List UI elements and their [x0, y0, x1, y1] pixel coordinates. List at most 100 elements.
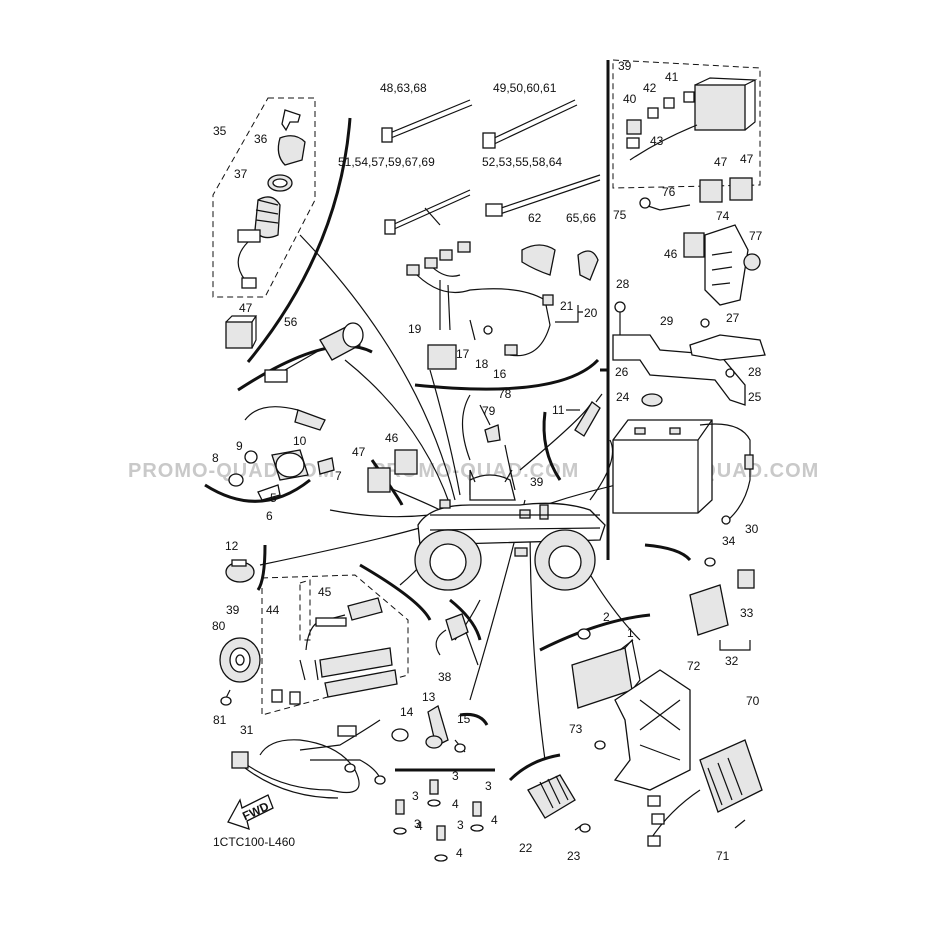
- callout: 43: [650, 134, 664, 148]
- callout: 39: [530, 475, 544, 489]
- callout: 15: [457, 712, 471, 726]
- callouts: 1 2 3 3 3 3 3 4 4 4 4 5 6 7 8 9 10 11 12…: [212, 59, 763, 863]
- section-divider: [449, 598, 482, 641]
- callout: 75: [613, 208, 627, 222]
- sensor-38: [435, 613, 479, 666]
- callout: 8: [212, 451, 219, 465]
- callout: 39: [226, 603, 240, 617]
- horn: [219, 637, 261, 706]
- section-divider: [414, 358, 600, 391]
- section-divider: [370, 459, 404, 506]
- section-divider: [539, 613, 651, 652]
- callout: 39: [618, 59, 632, 73]
- callout: 72: [687, 659, 701, 673]
- ignition-switch: [237, 109, 306, 289]
- relays-46-47: [367, 449, 418, 493]
- sensor-12: [225, 559, 255, 583]
- callout: 65,66: [566, 211, 596, 225]
- relays-47-right: [699, 177, 753, 203]
- callout: 46: [385, 431, 399, 445]
- callout: 18: [475, 357, 489, 371]
- sub-harness: [406, 241, 554, 370]
- callout: 47: [239, 301, 253, 315]
- callout: 10: [293, 434, 307, 448]
- section-divider: [256, 544, 267, 591]
- callout: 3: [452, 769, 459, 783]
- callout: 52,53,55,58,64: [482, 155, 562, 169]
- callout: 40: [623, 92, 637, 106]
- relay-bracket: [639, 197, 761, 306]
- starter-relay: [689, 557, 755, 651]
- group-box-fuse: [612, 59, 761, 189]
- part-78-79: [461, 394, 501, 461]
- cable-ties: [381, 99, 601, 281]
- callout: 27: [726, 311, 740, 325]
- main-harness-31: [231, 719, 386, 799]
- ignition-coil: [228, 406, 335, 501]
- callout: 25: [748, 390, 762, 404]
- callout: 81: [213, 713, 227, 727]
- callout: 71: [716, 849, 730, 863]
- callout: 28: [616, 277, 630, 291]
- callout: 79: [482, 404, 496, 418]
- section-divider: [237, 344, 373, 392]
- bracket-72: [594, 669, 691, 791]
- fuse-box: [626, 77, 758, 161]
- callout: 49,50,60,61: [493, 81, 557, 95]
- callout: 30: [745, 522, 759, 536]
- spark-plug-cap: [574, 393, 603, 437]
- harness-44-45: [271, 597, 398, 705]
- fwd-label: FWD: [240, 799, 271, 823]
- callout: 47: [740, 152, 754, 166]
- relay-47-left: [225, 315, 258, 349]
- callout: 9: [236, 439, 243, 453]
- callout: 4: [456, 846, 463, 860]
- callout: 11: [552, 403, 565, 417]
- callout: 48,63,68: [380, 81, 427, 95]
- callout: 70: [746, 694, 760, 708]
- callout: 41: [665, 70, 679, 84]
- atv-vehicle: [414, 469, 606, 591]
- callout: 34: [722, 534, 736, 548]
- callout: 28: [748, 365, 762, 379]
- callout: 29: [660, 314, 674, 328]
- callout: 77: [749, 229, 763, 243]
- callout: 36: [254, 132, 268, 146]
- section-divider: [204, 478, 311, 503]
- callout: 76: [662, 185, 676, 199]
- callout: 4: [452, 797, 459, 811]
- callout: 21: [560, 299, 574, 313]
- rectifier-70: [647, 739, 763, 847]
- bolts-and-washers: [393, 779, 484, 862]
- callout: 42: [643, 81, 657, 95]
- callout: 3: [412, 789, 419, 803]
- callout: 80: [212, 619, 226, 633]
- callout: 73: [569, 722, 583, 736]
- callout: 1: [627, 626, 634, 640]
- callout: 31: [240, 723, 254, 737]
- callout: 24: [616, 390, 630, 404]
- callout: 26: [615, 365, 629, 379]
- callout: 38: [438, 670, 452, 684]
- callout: 22: [519, 841, 533, 855]
- section-divider: [459, 713, 489, 726]
- battery: [612, 419, 754, 525]
- callout: 16: [493, 367, 507, 381]
- watermark-text: PROMO-QUAD.COM: [372, 460, 579, 482]
- callout: 20: [584, 306, 598, 320]
- regulator-22: [527, 774, 591, 833]
- fwd-arrow: FWD: [227, 794, 274, 830]
- callout: 78: [498, 387, 512, 401]
- switch-13-15: [391, 705, 466, 753]
- callout: 17: [456, 347, 470, 361]
- callout: 19: [408, 322, 422, 336]
- callout: 33: [740, 606, 754, 620]
- battery-bracket: [612, 301, 766, 407]
- section-divider: [359, 563, 432, 621]
- callout: 4: [491, 813, 498, 827]
- callout: 56: [284, 315, 298, 329]
- callout: 14: [400, 705, 414, 719]
- callout: 3: [485, 779, 492, 793]
